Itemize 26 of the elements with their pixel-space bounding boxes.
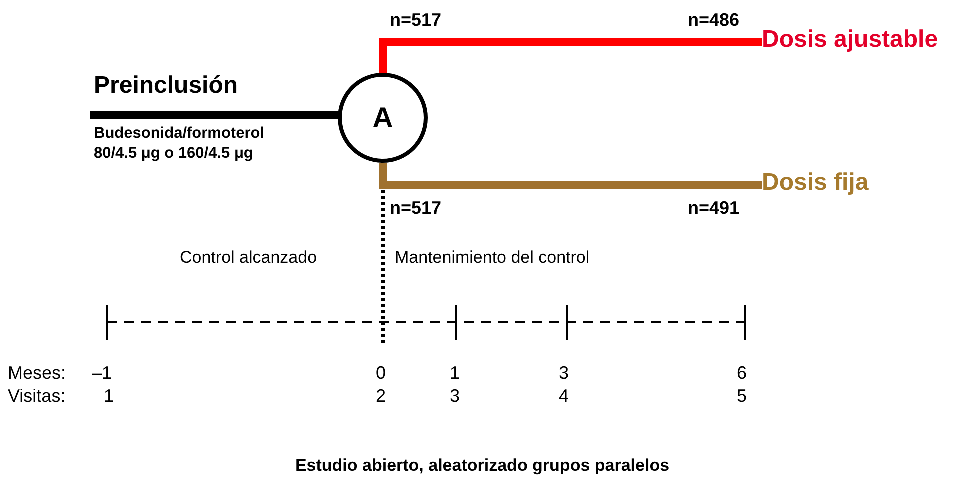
tick-label: 2 — [376, 386, 386, 407]
tick-label: 3 — [450, 386, 460, 407]
count-label: n=491 — [688, 198, 740, 219]
arm-label: Dosis fija — [762, 169, 902, 199]
period-label: Control alcanzado — [180, 248, 318, 268]
randomization-circle: A — [338, 73, 428, 163]
tick-label: 0 — [376, 363, 386, 384]
arm-line — [90, 111, 338, 119]
count-label: n=517 — [390, 198, 442, 219]
tick-label: 3 — [559, 363, 570, 384]
phase-title: Preinclusión — [94, 72, 238, 100]
tick-label: 1 — [104, 386, 114, 407]
tick-label: 6 — [737, 363, 748, 384]
tick-label: 5 — [737, 386, 748, 407]
axis-title: Visitas: — [8, 386, 66, 407]
period-label: Mantenimiento del control — [395, 248, 590, 268]
axis-title: Meses: — [8, 363, 66, 384]
count-label: n=486 — [688, 10, 740, 31]
arm-label: Dosis ajustable — [762, 26, 962, 56]
treatment-text: Budesonida/formoterol 80/4.5 μg o 160/4.5 μg — [94, 124, 266, 164]
count-label: n=517 — [390, 10, 442, 31]
tick-label: 4 — [559, 386, 570, 407]
caption: Estudio abierto, aleatorizado grupos paralelos — [294, 456, 671, 476]
tick-label: 1 — [450, 363, 460, 384]
tick-label: –1 — [92, 363, 112, 384]
arm-line — [379, 163, 762, 189]
